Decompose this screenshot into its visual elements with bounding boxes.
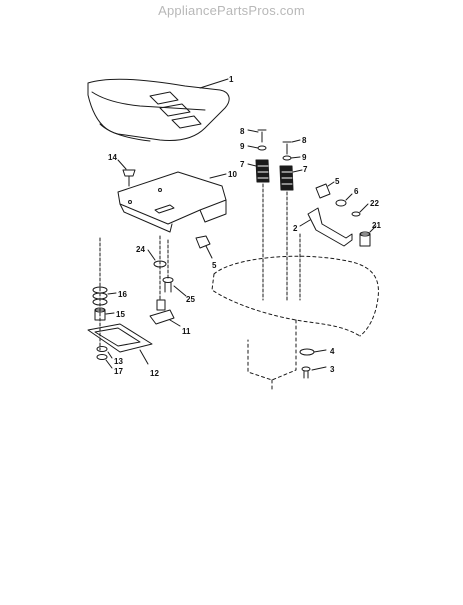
leader-16 [107,292,117,295]
callout-15: 15 [116,310,125,319]
washer-17 [96,354,108,360]
leader-5-right [327,181,335,187]
callout-8-right: 8 [302,136,307,145]
right-stack [262,183,301,301]
spring-7-right [279,165,294,191]
callout-12: 12 [150,369,159,378]
callout-17: 17 [114,367,123,376]
callout-7-left: 7 [240,160,245,169]
callout-5-left: 5 [212,261,217,270]
callout-25: 25 [186,295,195,304]
callout-22: 22 [370,199,379,208]
bushing-15 [94,307,106,321]
leader-7-right [292,169,303,173]
bracket-2 [307,207,353,247]
leader-9-left [247,145,259,149]
leader-1 [199,78,229,89]
leader-15 [105,312,115,315]
spring-7-left [255,159,270,183]
leader-17 [105,359,113,369]
callout-2: 2 [293,224,298,233]
chassis-outline [211,255,379,391]
bolt-25 [162,277,174,293]
leader-7-left [247,163,257,167]
leader-3 [311,366,327,371]
callout-21: 21 [372,221,381,230]
bracket-5-right [315,183,331,199]
callout-10: 10 [228,170,237,179]
callout-7-right: 7 [303,165,308,174]
callout-3: 3 [330,365,335,374]
leader-4 [313,349,327,353]
leader-8-left [247,129,259,133]
leader-11 [169,319,181,327]
knob [122,169,136,187]
leader-6 [345,193,353,201]
callout-8-left: 8 [240,127,245,136]
knob-11 [149,299,175,325]
callout-5-right: 5 [335,177,340,186]
seat-pan [117,171,227,233]
callout-16: 16 [118,290,127,299]
leader-21 [369,225,377,233]
callout-24: 24 [136,245,145,254]
washer-24 [153,260,167,268]
leader-8-right [291,139,301,143]
leader-9-right [290,156,301,159]
slide-plate-12 [87,323,153,353]
watermark: AppliancePartsPros.com [158,3,305,18]
nut-6 [335,199,347,207]
bolt-22 [351,211,361,217]
callout-9-left: 9 [240,142,245,151]
leader-2 [299,219,311,227]
callout-11: 11 [182,327,191,336]
bolt-3 [301,366,311,379]
leader-5-left [205,245,213,259]
bolt-8-left [257,129,267,143]
leader-22 [359,203,369,213]
leader-13 [107,351,113,359]
knob-21 [359,231,371,247]
leader-25 [173,285,187,297]
callout-14: 14 [108,153,117,162]
leader-10 [209,173,227,179]
nut-13 [96,346,108,352]
spring-16 [92,286,108,306]
callout-1: 1 [229,75,234,84]
bracket-5-left [195,235,211,249]
leader-14 [117,159,127,170]
callout-9-right: 9 [302,153,307,162]
leader-12 [139,349,149,365]
leader-24 [147,249,156,261]
bolt-8-right [282,141,292,155]
callout-4: 4 [330,347,335,356]
callout-13: 13 [114,357,123,366]
callout-6: 6 [354,187,359,196]
seat [87,78,230,142]
